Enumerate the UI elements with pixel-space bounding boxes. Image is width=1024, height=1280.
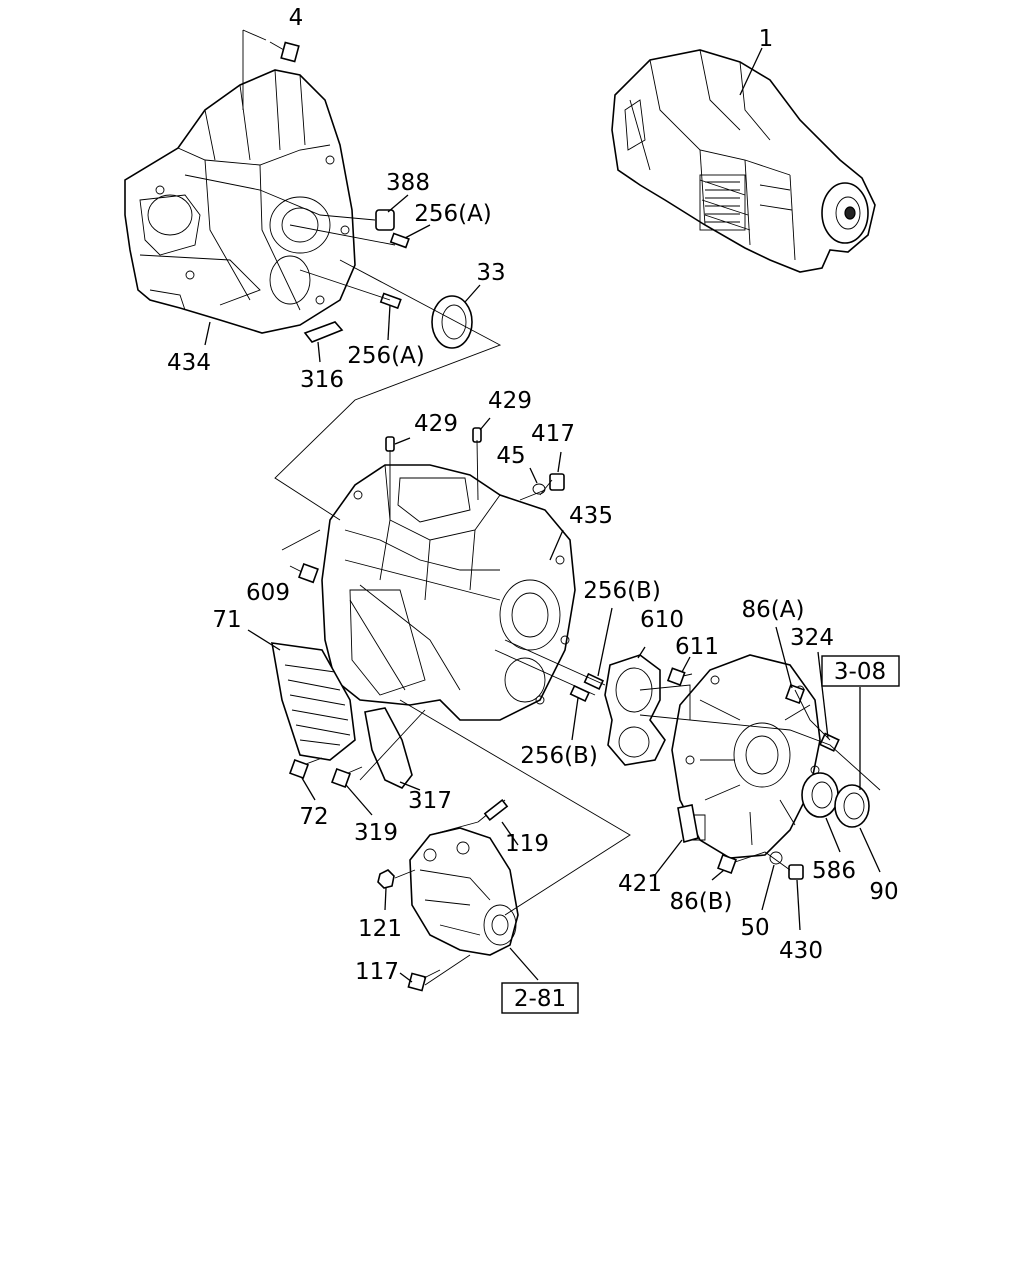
- nut-121: [377, 869, 395, 889]
- clutch-housing-illustration: [124, 69, 356, 334]
- label-45: 45: [496, 443, 525, 469]
- label-256b-top: 256(B): [583, 578, 661, 604]
- plate-421: [677, 804, 699, 844]
- label-611: 611: [675, 634, 719, 660]
- label-1: 1: [759, 26, 774, 52]
- oil-seal-33: [431, 295, 473, 349]
- bolt-72: [289, 757, 323, 779]
- bolt-324: [819, 732, 840, 752]
- pto-assembly-illustration: [409, 827, 519, 956]
- transmission-case-illustration: [321, 464, 576, 721]
- label-256b-bottom: 256(B): [520, 743, 598, 769]
- label-417: 417: [531, 421, 575, 447]
- label-117: 117: [355, 959, 399, 985]
- part-labels: 4 1 388 256(A) 33 256(A) 434 316 429 429…: [167, 5, 899, 985]
- label-435: 435: [569, 503, 613, 529]
- label-429-left: 429: [414, 411, 458, 437]
- label-317: 317: [408, 788, 452, 814]
- plug-430: [788, 864, 804, 880]
- label-121: 121: [358, 916, 402, 942]
- stud-119: [477, 798, 509, 823]
- label-586: 586: [812, 858, 856, 884]
- dowel-pin-256b-top: [583, 672, 605, 690]
- label-256a-top: 256(A): [414, 201, 492, 227]
- washer-50: [769, 851, 783, 865]
- label-319: 319: [354, 820, 398, 846]
- reference-box-3-08[interactable]: 3-08: [821, 655, 900, 687]
- bolt-86b: [717, 854, 737, 874]
- reference-box-2-81[interactable]: 2-81: [501, 982, 579, 1014]
- transmission-assembly-illustration: [611, 49, 876, 273]
- label-33: 33: [476, 260, 505, 286]
- plate-316: [303, 321, 344, 343]
- pin-429-right: [472, 427, 482, 443]
- bolt-319: [331, 766, 363, 788]
- label-72: 72: [299, 804, 328, 830]
- label-429-right: 429: [488, 388, 532, 414]
- bolt-611: [666, 667, 693, 686]
- label-421: 421: [618, 871, 662, 897]
- label-50: 50: [740, 915, 769, 941]
- gasket-610: [604, 654, 666, 766]
- label-610: 610: [640, 607, 684, 633]
- pin-429-left: [385, 436, 395, 452]
- plug-417: [549, 473, 565, 491]
- dowel-pin-256a-bottom: [379, 292, 402, 310]
- seal-90: [834, 784, 870, 828]
- label-119: 119: [505, 831, 549, 857]
- assembly-lines: [184, 29, 881, 986]
- label-609: 609: [246, 580, 290, 606]
- reference-label-3-08: 3-08: [834, 659, 886, 685]
- bolt-4: [269, 41, 300, 63]
- label-256a-bottom: 256(A): [347, 343, 425, 369]
- label-90: 90: [869, 879, 898, 905]
- seal-586: [801, 772, 839, 818]
- label-434: 434: [167, 350, 211, 376]
- label-86b: 86(B): [670, 889, 733, 915]
- label-430: 430: [779, 938, 823, 964]
- reference-label-2-81: 2-81: [514, 986, 566, 1012]
- label-86a: 86(A): [742, 597, 805, 623]
- dowel-pin-256a-top: [389, 232, 410, 249]
- leader-lines: [204, 47, 881, 983]
- label-324: 324: [790, 625, 834, 651]
- gasket-317: [364, 707, 413, 789]
- label-388: 388: [386, 170, 430, 196]
- label-71: 71: [212, 607, 241, 633]
- bushing-388: [375, 209, 395, 231]
- label-4: 4: [289, 5, 304, 31]
- cover-plate-71: [271, 642, 356, 761]
- bolt-609: [289, 563, 319, 584]
- label-316: 316: [300, 367, 344, 393]
- bolt-117: [407, 969, 441, 992]
